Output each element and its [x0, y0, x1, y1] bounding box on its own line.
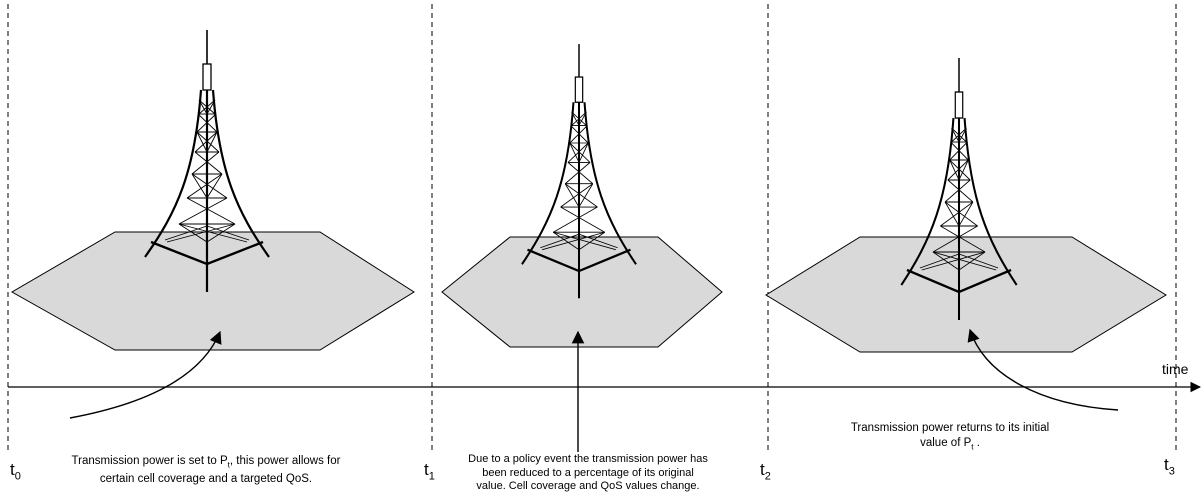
time-marker-lines	[7, 4, 1177, 452]
arrow-icon	[69, 330, 222, 419]
time-label-t1: t1	[424, 460, 435, 483]
cell-coverage-1	[10, 231, 415, 351]
time-axis-label: time	[1162, 361, 1189, 377]
time-label-t0: t0	[10, 460, 21, 483]
cell-coverage-2	[441, 236, 723, 348]
caption-panel-1: Transmission power is set to Pt, this po…	[71, 455, 341, 486]
time-label-t2: t2	[760, 460, 771, 483]
caption-panel-2: Due to a policy event the transmission p…	[468, 453, 708, 492]
time-label-t3: t3	[1164, 455, 1175, 478]
arrow-icon	[967, 328, 1119, 411]
cell-coverage-3	[765, 236, 1167, 353]
caption-panel-3: Transmission power returns to its initia…	[850, 422, 1050, 452]
